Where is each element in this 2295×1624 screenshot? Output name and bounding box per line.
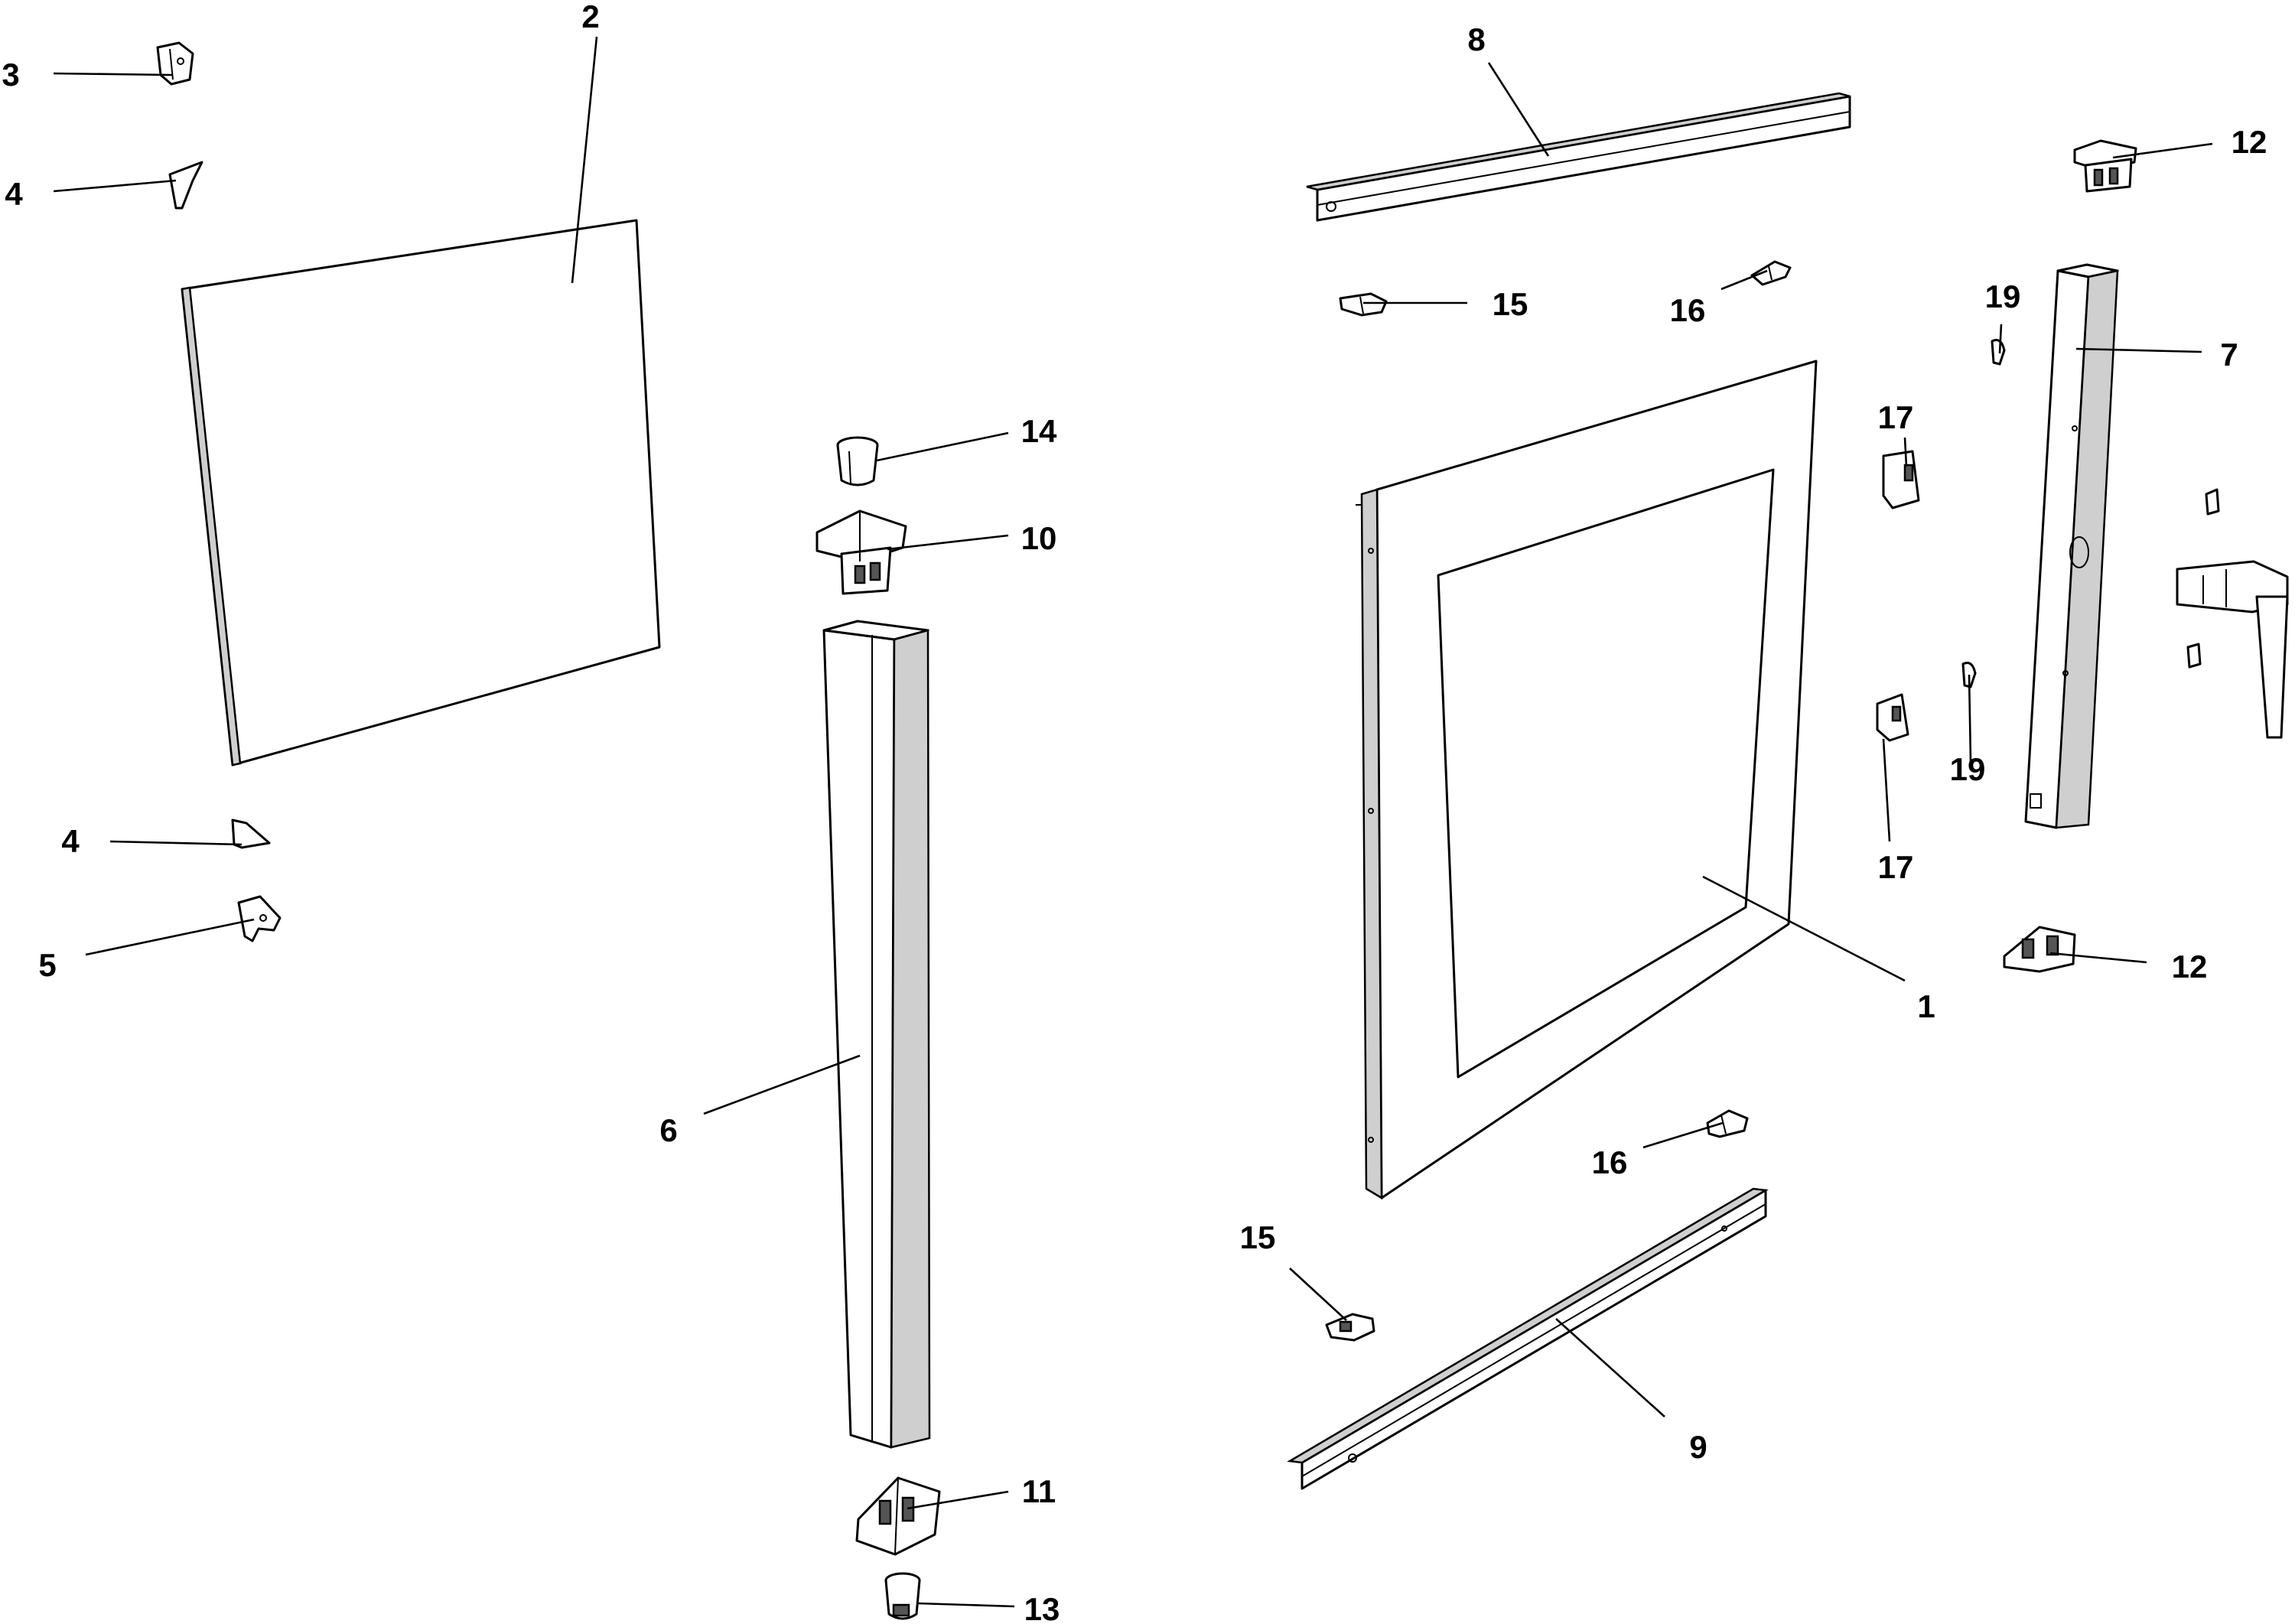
callout-11: 11	[1022, 1473, 1056, 1509]
callout-19-lower: 19	[1950, 751, 1986, 787]
callout-5: 5	[38, 947, 56, 983]
part-5-bracket	[237, 895, 282, 942]
callout-10: 10	[1021, 520, 1057, 556]
part-16-clip-lower	[1706, 1109, 1749, 1138]
part-12-end-cap-upper	[2073, 139, 2137, 193]
callout-6: 6	[659, 1112, 677, 1148]
part-9-bottom-rail	[1287, 1187, 1769, 1490]
callout-15-upper: 15	[1493, 286, 1528, 322]
part-4-bracket-lower	[231, 819, 271, 849]
callout-17-lower: 17	[1878, 849, 1914, 885]
callout-1: 1	[1917, 988, 1935, 1024]
part-3-hinge-bracket	[156, 41, 194, 86]
callout-16-lower: 16	[1592, 1144, 1628, 1180]
part-13-leveling-foot	[884, 1572, 921, 1620]
part-17-latch-upper	[1882, 450, 1920, 509]
part-10-upper-connector	[815, 509, 907, 595]
callout-4-upper: 4	[5, 176, 23, 212]
part-12-end-cap-lower	[2003, 926, 2076, 973]
part-8-top-rail	[1306, 92, 1851, 222]
part-1-glazed-panel	[1356, 360, 1818, 1200]
handle-assembly	[2176, 488, 2289, 739]
part-11-lower-connector	[855, 1476, 941, 1556]
callout-14: 14	[1021, 413, 1057, 449]
part-7-vertical-post	[2024, 263, 2119, 829]
part-4-bracket-upper	[168, 161, 203, 210]
callout-4-lower: 4	[61, 823, 80, 859]
part-15-clip-upper	[1339, 292, 1388, 317]
callout-17-upper: 17	[1878, 399, 1914, 435]
callout-13: 13	[1024, 1591, 1060, 1624]
callout-15-lower: 15	[1240, 1219, 1276, 1255]
callout-7: 7	[2220, 337, 2238, 373]
part-15-clip-lower	[1325, 1313, 1375, 1342]
part-17-latch-lower	[1876, 693, 1909, 742]
callout-16-upper: 16	[1670, 292, 1706, 328]
part-19-screw-upper	[1991, 339, 2006, 366]
callout-9: 9	[1689, 1429, 1707, 1465]
callout-19-upper: 19	[1985, 278, 2021, 314]
part-2-side-panel	[181, 219, 661, 766]
callout-12-lower: 12	[2172, 949, 2208, 984]
callout-12-upper: 12	[2232, 124, 2267, 160]
part-16-clip-upper	[1750, 260, 1792, 286]
part-6-corner-post	[822, 620, 931, 1449]
callout-2: 2	[581, 0, 599, 34]
leader-lines	[53, 36, 2213, 1608]
part-14-cap	[836, 436, 879, 487]
callout-8: 8	[1467, 21, 1485, 57]
callout-3: 3	[2, 57, 19, 93]
